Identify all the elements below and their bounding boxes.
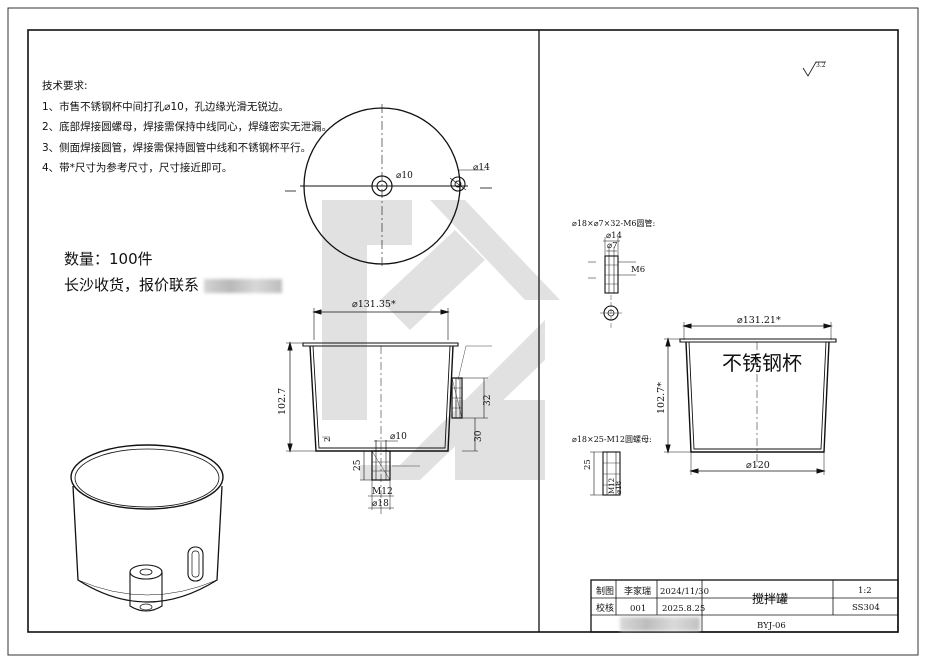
front-tube-offset-dim: 30	[474, 430, 484, 442]
front-nut-height-dim: 25	[353, 459, 363, 471]
cup-bottom-dim: ⌀120	[746, 460, 770, 471]
tb-check-date: 2025.8.25	[662, 604, 705, 614]
top-hole-dim: ⌀10	[396, 171, 413, 181]
top-view	[285, 104, 492, 268]
tube-detail-title: ⌀18×⌀7×32-M6圆管:	[572, 218, 655, 228]
title-block	[590, 579, 899, 633]
nut-height-dim: 25	[583, 459, 593, 470]
note-item-3: 3、侧面焊接圆管，焊接需保持圆管中线和不锈钢杯平行。	[42, 141, 312, 154]
roughness-symbol	[802, 61, 826, 77]
tube-thread-dim: M6	[631, 265, 645, 275]
notes-title: 技术要求:	[42, 80, 88, 92]
tb-scale: 1:2	[858, 586, 872, 596]
nut-detail-title: ⌀18×25-M12圆螺母:	[572, 434, 652, 444]
tb-material: SS304	[852, 603, 880, 613]
tb-drawn-label: 制图	[596, 585, 614, 597]
redacted-title-cell	[620, 617, 700, 631]
front-tube-height-dim: 32	[483, 395, 493, 406]
order-contact: 长沙收货，报价联系	[64, 276, 200, 294]
technical-requirements: 技术要求: 1、市售不锈钢杯中间打孔⌀10，孔边缘光滑无锐边。 2、底部焊接圆螺…	[42, 76, 332, 179]
order-info: 数量：100件 长沙收货，报价联系	[64, 246, 282, 298]
order-quantity: 数量：100件	[64, 250, 153, 268]
cup-top-dim: ⌀131.21*	[737, 315, 781, 326]
outer-frame	[7, 7, 919, 656]
tb-check-by: 001	[630, 604, 646, 614]
nut-dia-dim: ⌀18	[615, 481, 623, 494]
roughness-value: 3.2	[816, 62, 826, 69]
front-height-dim: 102.7	[277, 388, 288, 415]
note-item-2: 2、底部焊接圆螺母，焊接需保持中线同心，焊缝密实无泄漏。	[42, 121, 333, 133]
tb-drawing-no: BYJ-06	[757, 621, 786, 631]
front-nut-dia-dim: ⌀18	[372, 499, 389, 509]
watermark-logo	[322, 200, 560, 480]
tb-part-name: 搅拌罐	[752, 591, 788, 606]
tube-detail	[588, 237, 636, 330]
tube-outer-dim: ⌀14	[606, 231, 622, 241]
front-wall-dim: 2	[323, 437, 332, 442]
front-view	[286, 308, 492, 515]
redacted-phone	[203, 278, 282, 293]
front-thread-dim: M12	[372, 487, 393, 497]
order-contact-line: 长沙收货，报价联系	[64, 272, 282, 298]
nut-detail	[590, 451, 621, 496]
tb-check-label: 校核	[596, 602, 614, 614]
isometric-cup	[70, 444, 224, 612]
tb-drawn-date: 2024/11/30	[660, 587, 709, 597]
top-tube-dim: ⌀14	[473, 163, 490, 173]
tube-inner-dim: ⌀7	[607, 241, 618, 251]
note-item-1: 1、市售不锈钢杯中间打孔⌀10，孔边缘光滑无锐边。	[42, 100, 289, 113]
front-hole-dim: ⌀10	[390, 432, 407, 442]
note-item-4: 4、带*尺寸为参考尺寸，尺寸接近即可。	[42, 162, 233, 174]
plain-cup-view	[664, 322, 837, 475]
inner-frame	[27, 29, 899, 633]
cup-label: 不锈钢杯	[722, 351, 802, 375]
tb-drawn-by: 李家瑞	[624, 585, 651, 597]
front-outer-dim: ⌀131.35*	[352, 299, 396, 310]
nut-thread-dim: M12	[608, 478, 616, 494]
cup-height-dim: 102.7*	[656, 382, 667, 414]
